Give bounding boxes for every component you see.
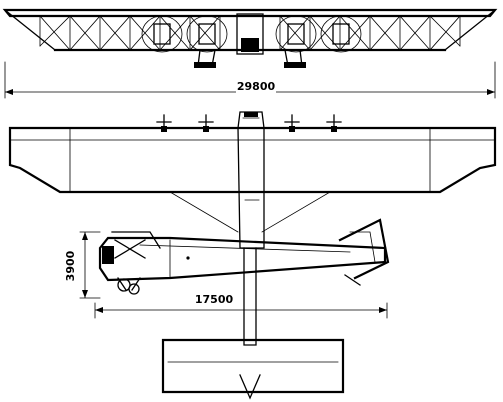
front-engines xyxy=(141,15,362,53)
plan-fuselage xyxy=(237,111,265,249)
engine-2 xyxy=(198,23,216,45)
plan-wing-details xyxy=(9,127,496,193)
height-dimension-label: 3900 xyxy=(64,250,77,281)
plan-upper-wing xyxy=(8,126,497,194)
side-tail-fin xyxy=(338,218,390,280)
front-fuselage-nose xyxy=(241,38,259,52)
plan-tailplane xyxy=(161,338,345,394)
front-right-tip xyxy=(444,9,496,51)
propeller-disc-2 xyxy=(186,15,228,53)
propeller-disc-3 xyxy=(275,15,317,53)
side-fuselage xyxy=(98,236,387,282)
plan-propellers xyxy=(156,114,342,131)
front-view xyxy=(2,8,498,68)
front-landing-gear xyxy=(194,49,306,68)
propeller-disc-1 xyxy=(141,15,183,53)
engine-4 xyxy=(332,23,350,45)
side-nose-engine xyxy=(102,231,161,295)
engine-1 xyxy=(153,23,171,45)
plan-bracing xyxy=(169,191,331,233)
plan-view xyxy=(8,111,497,400)
height-dimension: 3900 xyxy=(62,231,101,299)
front-bracing xyxy=(39,15,461,51)
front-left-tip xyxy=(4,9,56,51)
front-fuselage xyxy=(236,13,264,55)
plan-rudder xyxy=(239,374,261,400)
front-upper-wing xyxy=(2,8,498,18)
length-dimension: 17500 xyxy=(94,293,388,319)
span-dimension-label: 29800 xyxy=(237,80,276,93)
side-view xyxy=(98,218,390,295)
engine-3 xyxy=(287,23,305,45)
length-dimension-label: 17500 xyxy=(195,293,234,306)
propeller-disc-4 xyxy=(320,15,362,53)
span-dimension: 29800 xyxy=(4,61,496,99)
plan-rear-fuselage xyxy=(243,247,257,346)
